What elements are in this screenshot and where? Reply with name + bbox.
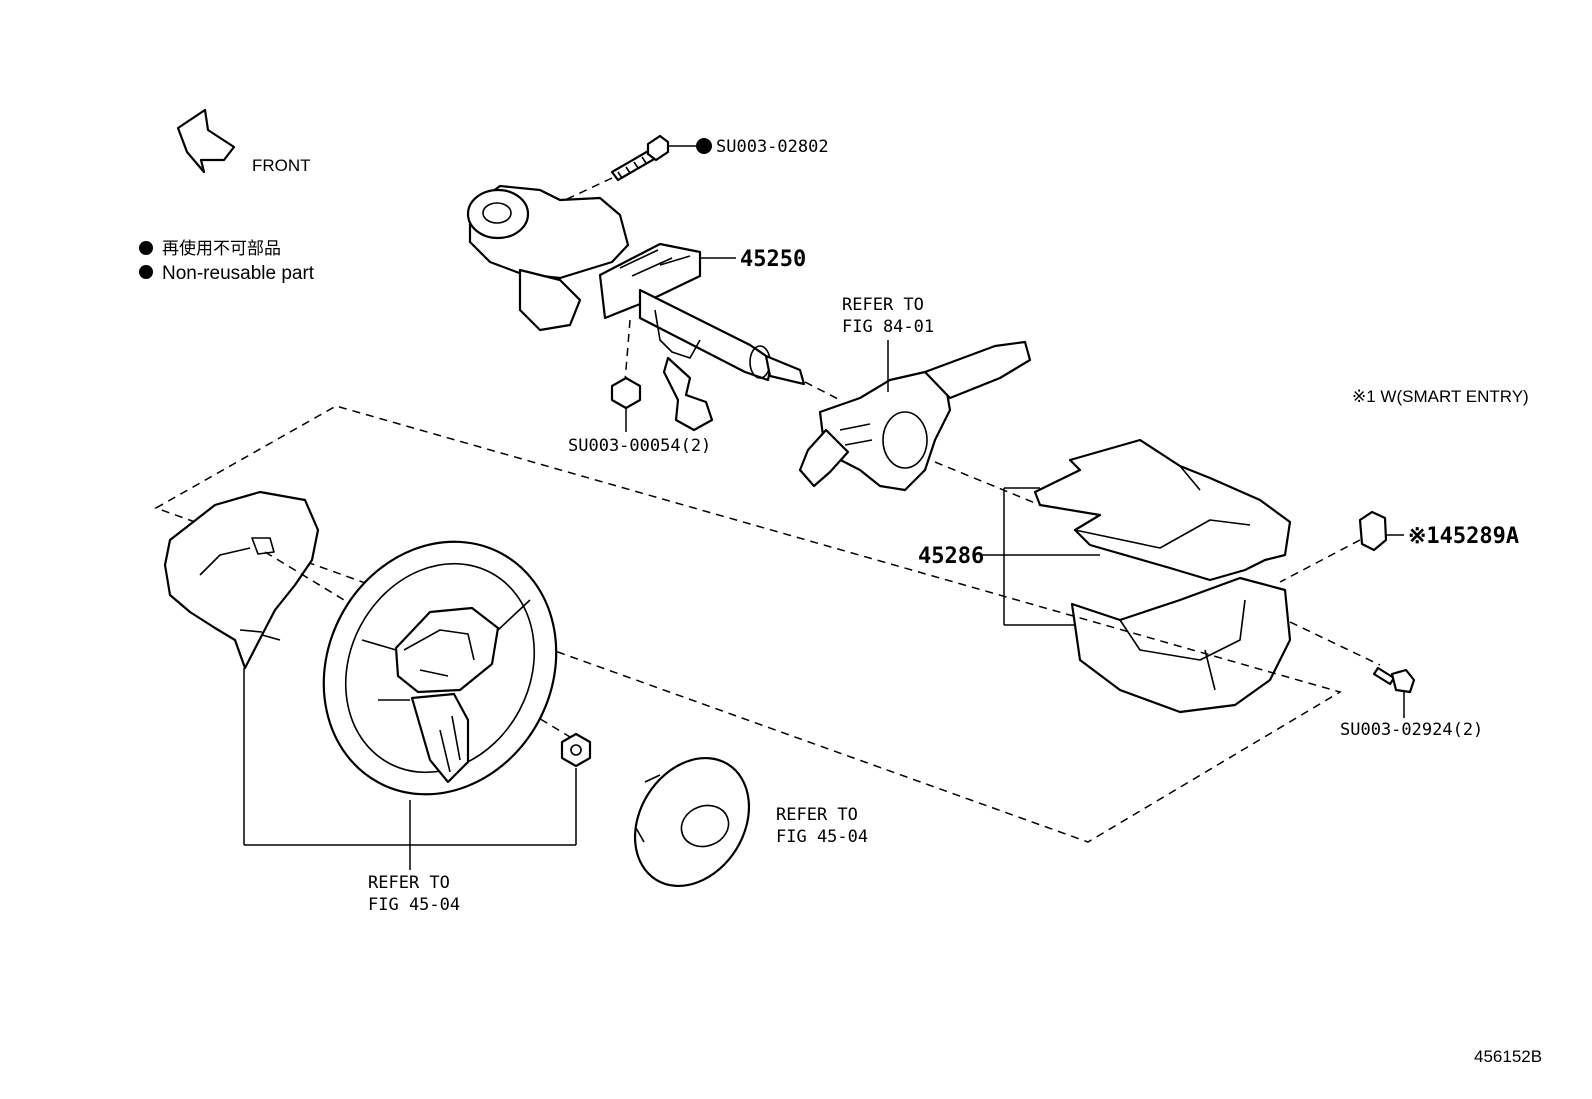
wheel-nut-icon bbox=[560, 732, 592, 768]
refer-label-airbag-line2: FIG 45-04 bbox=[776, 827, 868, 847]
figure-id: 456152B bbox=[1474, 1047, 1542, 1066]
refer-label-switch-line2: FIG 84-01 bbox=[842, 317, 934, 337]
screw-icon bbox=[1372, 666, 1416, 694]
legend-bullet-icon bbox=[139, 265, 153, 279]
steering-column-assembly bbox=[466, 184, 806, 432]
part-label-nut-column: SU003-00054(2) bbox=[568, 436, 711, 456]
part-label-screw-cover: SU003-02924(2) bbox=[1340, 720, 1483, 740]
refer-label-switch-line1: REFER TO bbox=[842, 295, 924, 315]
column-cover-lower bbox=[1070, 576, 1292, 714]
part-label-clip: ※145289A bbox=[1408, 524, 1519, 549]
airbag-module bbox=[633, 756, 751, 888]
smart-entry-note: ※1 W(SMART ENTRY) bbox=[1352, 387, 1529, 406]
legend-bullet-icon bbox=[139, 241, 153, 255]
refer-label-wheel-line1: REFER TO bbox=[368, 873, 450, 893]
refer-label-airbag-line1: REFER TO bbox=[776, 805, 858, 825]
front-arrow-icon bbox=[176, 108, 236, 174]
nut-icon bbox=[610, 376, 642, 410]
steering-wheel bbox=[322, 540, 558, 796]
part-label-bolt-top: SU003-02802 bbox=[716, 137, 829, 157]
front-label: FRONT bbox=[252, 156, 311, 175]
bolt-icon bbox=[610, 134, 670, 182]
refer-label-wheel-line2: FIG 45-04 bbox=[368, 895, 460, 915]
legend-en-note: Non-reusable part bbox=[162, 263, 315, 284]
legend-jp-note: 再使用不可部品 bbox=[162, 238, 281, 258]
part-label-column: 45250 bbox=[740, 247, 806, 272]
column-cover-upper bbox=[1033, 438, 1292, 582]
combination-switch bbox=[798, 340, 1032, 492]
clip-icon bbox=[1358, 510, 1388, 552]
steering-wheel-rear-cover bbox=[163, 490, 320, 670]
non-reusable-marker-icon bbox=[696, 138, 712, 154]
assembly-boundary bbox=[154, 405, 1342, 843]
part-label-cover: 45286 bbox=[918, 544, 984, 569]
